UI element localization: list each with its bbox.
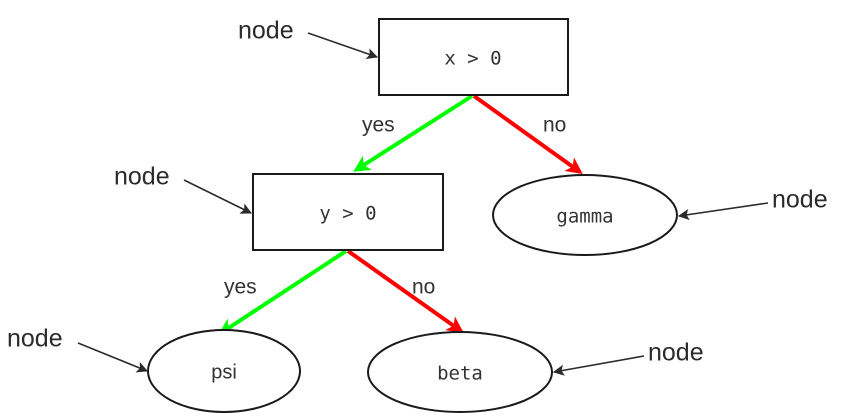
node-root-rect[interactable] bbox=[378, 18, 569, 96]
node-inner-label: y > 0 bbox=[319, 203, 376, 225]
annotation-beta-label: node bbox=[648, 339, 704, 367]
annotation-psi: node bbox=[7, 325, 149, 373]
edge-root-yes-line bbox=[353, 94, 474, 172]
annotation-beta: node bbox=[552, 339, 704, 376]
edge-label-root-yes: yes bbox=[362, 114, 395, 137]
annotation-psi-pointer bbox=[77, 342, 149, 373]
edge-root-yes bbox=[353, 94, 474, 172]
annotation-inner-pointer bbox=[183, 179, 253, 214]
annotation-root-label: node bbox=[238, 17, 294, 45]
annotation-inner: node bbox=[114, 163, 253, 214]
edge-label-root-no: no bbox=[543, 114, 566, 137]
annotation-root: node bbox=[238, 17, 379, 59]
edge-root-no bbox=[472, 94, 583, 174]
node-gamma-ellipse[interactable] bbox=[492, 174, 678, 256]
edge-label-inner-yes: yes bbox=[224, 276, 257, 299]
node-gamma-label: gamma bbox=[556, 206, 613, 228]
annotation-beta-pointer bbox=[552, 355, 645, 376]
node-beta[interactable]: beta bbox=[367, 331, 553, 413]
edge-inner-no-line bbox=[346, 249, 464, 333]
node-beta-ellipse[interactable] bbox=[367, 331, 553, 413]
node-beta-label: beta bbox=[437, 363, 483, 385]
annotation-root-pointer bbox=[307, 32, 379, 59]
node-inner[interactable]: y > 0 bbox=[252, 173, 444, 251]
node-root[interactable]: x > 0 bbox=[378, 18, 569, 96]
edge-inner-yes-line bbox=[218, 249, 348, 335]
node-gamma[interactable]: gamma bbox=[492, 174, 678, 256]
node-root-label: x > 0 bbox=[444, 48, 501, 70]
edge-root-no-line bbox=[472, 94, 583, 174]
node-inner-rect[interactable] bbox=[252, 173, 444, 251]
node-psi[interactable]: psi bbox=[147, 329, 301, 413]
edge-label-inner-no: no bbox=[412, 276, 435, 299]
annotation-gamma-pointer bbox=[677, 202, 769, 221]
edge-inner-yes bbox=[218, 249, 348, 335]
edge-inner-no bbox=[346, 249, 464, 333]
annotation-inner-label: node bbox=[114, 163, 170, 191]
annotation-gamma: node bbox=[677, 186, 828, 221]
annotation-psi-label: node bbox=[7, 325, 63, 353]
annotation-gamma-label: node bbox=[772, 186, 828, 214]
node-psi-label: psi bbox=[211, 361, 237, 383]
